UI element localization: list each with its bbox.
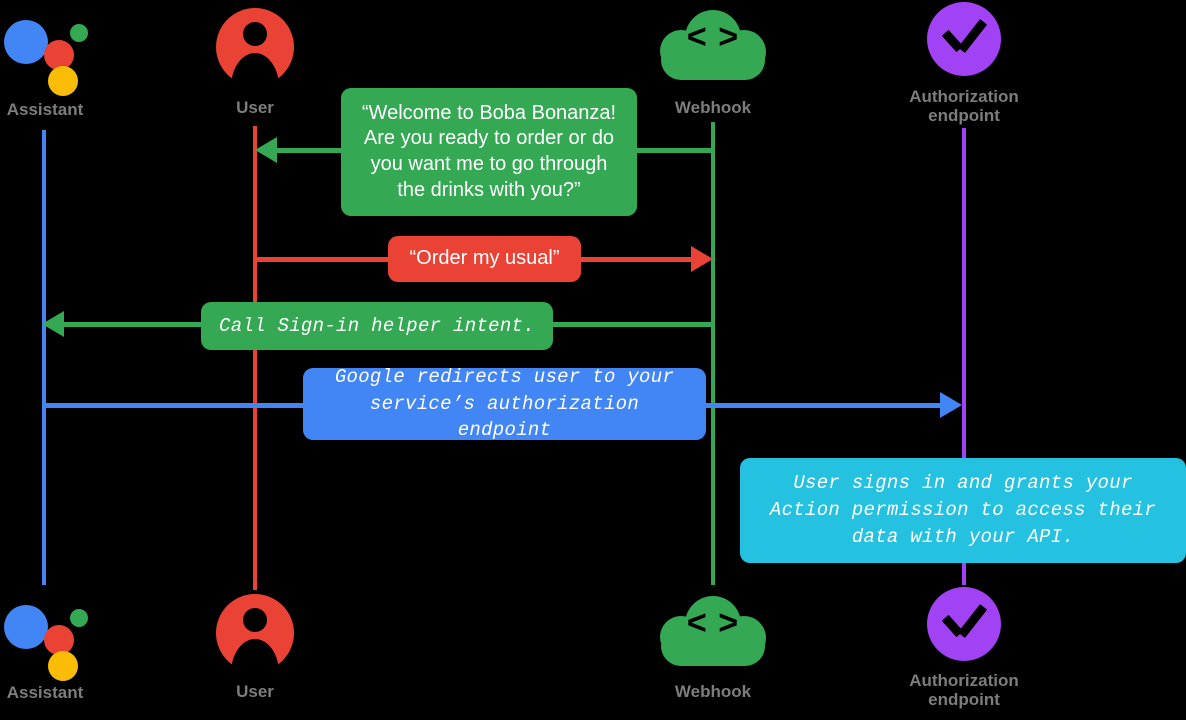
arrowhead-signin-helper	[42, 311, 64, 337]
assistant-dot-blue	[4, 20, 48, 64]
checkmark-icon	[944, 22, 984, 44]
cloud-code-icon: < >	[658, 596, 768, 678]
message-bubble-signin-helper: Call Sign-in helper intent.	[201, 302, 553, 350]
user-avatar-icon	[216, 8, 294, 87]
actor-label-auth-bottom: Authorization endpoint	[909, 671, 1019, 710]
actor-label-user-bottom: User	[236, 682, 274, 701]
cloud-base	[661, 626, 765, 666]
message-bubble-welcome: “Welcome to Boba Bonanza! Are you ready …	[341, 88, 637, 216]
actor-label-webhook-top: Webhook	[674, 98, 752, 117]
user-avatar-icon	[216, 594, 294, 673]
actor-label-auth-top: Authorization endpoint	[909, 87, 1019, 126]
code-brackets-glyph: < >	[686, 604, 740, 642]
arrowhead-order-usual	[691, 246, 713, 272]
arrowhead-redirect	[940, 392, 962, 418]
google-assistant-dots-icon	[0, 10, 88, 96]
assistant-dot-yellow	[48, 66, 78, 96]
actor-label-assistant-bottom: Assistant	[6, 683, 84, 702]
lifeline-user	[253, 126, 257, 590]
google-assistant-dots-icon	[0, 595, 88, 681]
actor-label-assistant-top: Assistant	[6, 100, 84, 119]
assistant-dot-yellow	[48, 651, 78, 681]
cloud-code-icon: < >	[658, 10, 768, 92]
lifeline-auth	[962, 128, 966, 585]
cloud-base	[661, 40, 765, 80]
lifeline-webhook	[711, 122, 715, 585]
assistant-dot-blue	[4, 605, 48, 649]
purple-check-circle-icon	[927, 2, 1001, 76]
user-head-shape	[243, 608, 267, 632]
user-head-shape	[243, 22, 267, 46]
code-brackets-glyph: < >	[686, 18, 740, 56]
assistant-dot-green	[70, 24, 88, 42]
message-bubble-redirect: Google redirects user to your service’s …	[303, 366, 706, 441]
purple-check-circle-icon	[927, 587, 1001, 661]
arrowhead-welcome	[255, 137, 277, 163]
assistant-dot-red	[44, 625, 74, 655]
actor-label-webhook-bottom: Webhook	[674, 682, 752, 701]
assistant-dot-green	[70, 609, 88, 627]
lifeline-assistant	[42, 130, 46, 585]
message-bubble-order-usual: “Order my usual”	[388, 236, 581, 282]
actor-label-user-top: User	[236, 98, 274, 117]
assistant-dot-red	[44, 40, 74, 70]
checkmark-icon	[944, 607, 984, 629]
note-bubble-consent: User signs in and grants your Action per…	[740, 458, 1186, 563]
